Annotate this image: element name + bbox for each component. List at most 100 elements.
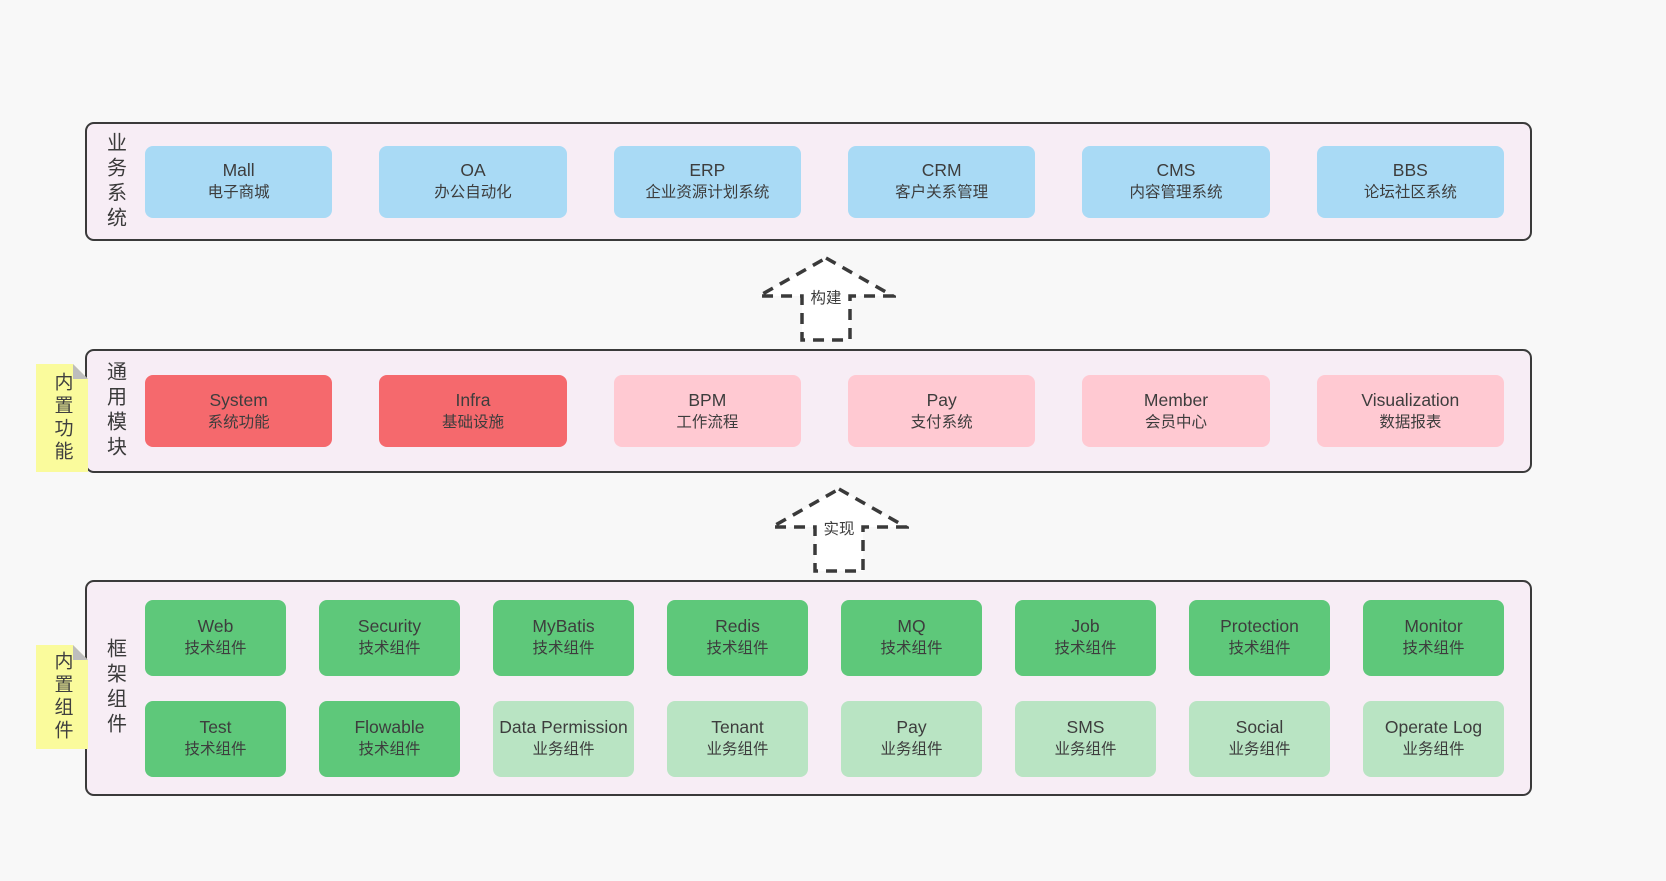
component-name: Monitor bbox=[1404, 616, 1463, 636]
band-business-systems: 业务系统 Mall 电子商城 OA 办公自动化 ERP 企业资源计划系统 CRM… bbox=[85, 122, 1532, 241]
module-desc: 客户关系管理 bbox=[895, 184, 989, 201]
component-box-sms: SMS 业务组件 bbox=[1015, 700, 1156, 777]
band-label-business-systems: 业务系统 bbox=[103, 131, 126, 232]
module-desc: 工作流程 bbox=[676, 413, 739, 431]
module-name: Visualization bbox=[1361, 389, 1460, 410]
component-name: Operate Log bbox=[1384, 717, 1483, 737]
component-name: MQ bbox=[897, 616, 926, 636]
module-name: CMS bbox=[1156, 160, 1196, 180]
module-box-bpm: BPM 工作流程 bbox=[613, 375, 801, 447]
sticky-note-label: 内置功能 bbox=[51, 372, 73, 464]
component-box-mybatis: MyBatis 技术组件 bbox=[493, 599, 634, 676]
module-desc: 数据报表 bbox=[1379, 413, 1442, 431]
module-name: System bbox=[209, 389, 268, 410]
module-box-member: Member 会员中心 bbox=[1082, 375, 1270, 447]
module-desc: 办公自动化 bbox=[434, 184, 512, 201]
component-desc: 业务组件 bbox=[706, 741, 769, 758]
component-desc: 技术组件 bbox=[358, 741, 421, 758]
module-desc: 内容管理系统 bbox=[1129, 184, 1223, 201]
component-name: Flowable bbox=[354, 717, 425, 737]
component-box-job: Job 技术组件 bbox=[1015, 599, 1156, 676]
component-desc: 业务组件 bbox=[532, 741, 595, 758]
arrow-implement: 实现 bbox=[769, 486, 909, 574]
component-desc: 技术组件 bbox=[880, 640, 943, 657]
module-name: Mall bbox=[222, 160, 255, 180]
component-name: Social bbox=[1235, 717, 1284, 737]
module-name: OA bbox=[460, 160, 486, 180]
module-desc: 电子商城 bbox=[207, 184, 270, 201]
component-desc: 技术组件 bbox=[358, 640, 421, 657]
arrow-implement-label: 实现 bbox=[820, 517, 858, 539]
component-box-mq: MQ 技术组件 bbox=[841, 599, 982, 676]
component-desc: 技术组件 bbox=[1054, 640, 1117, 657]
band-label-common-modules: 通用模块 bbox=[103, 361, 126, 461]
module-name: CRM bbox=[921, 160, 962, 180]
module-desc: 支付系统 bbox=[910, 413, 973, 431]
module-desc: 基础设施 bbox=[441, 413, 504, 431]
component-desc: 业务组件 bbox=[880, 741, 943, 758]
component-box-data-permission: Data Permission 业务组件 bbox=[493, 700, 634, 777]
module-box-infra: Infra 基础设施 bbox=[379, 375, 567, 447]
component-desc: 业务组件 bbox=[1054, 741, 1117, 758]
component-name: Web bbox=[197, 616, 234, 636]
component-name: Pay bbox=[896, 717, 927, 737]
component-box-social: Social 业务组件 bbox=[1189, 700, 1330, 777]
band-framework-components-content: Web 技术组件 Security 技术组件 MyBatis 技术组件 Redi… bbox=[143, 582, 1530, 794]
module-desc: 系统功能 bbox=[207, 413, 270, 431]
arrow-build-label: 构建 bbox=[807, 286, 845, 308]
component-box-protection: Protection 技术组件 bbox=[1189, 599, 1330, 676]
sticky-note-label: 内置组件 bbox=[51, 651, 73, 743]
arrow-build: 构建 bbox=[756, 255, 896, 343]
module-box-pay: Pay 支付系统 bbox=[847, 375, 1036, 447]
component-box-monitor: Monitor 技术组件 bbox=[1363, 599, 1504, 676]
component-box-flowable: Flowable 技术组件 bbox=[319, 700, 460, 777]
component-desc: 技术组件 bbox=[706, 640, 769, 657]
module-name: ERP bbox=[689, 160, 726, 180]
module-box-crm: CRM 客户关系管理 bbox=[847, 145, 1036, 218]
component-box-security: Security 技术组件 bbox=[319, 599, 460, 676]
component-desc: 技术组件 bbox=[184, 640, 247, 657]
sticky-note-builtin-components: 内置组件 bbox=[36, 645, 88, 749]
component-name: Job bbox=[1071, 616, 1100, 636]
module-name: Member bbox=[1143, 389, 1209, 410]
sticky-note-builtin-features: 内置功能 bbox=[36, 364, 88, 472]
component-box-test: Test 技术组件 bbox=[145, 700, 286, 777]
component-desc: 技术组件 bbox=[532, 640, 595, 657]
component-desc: 技术组件 bbox=[1402, 640, 1465, 657]
module-box-bbs: BBS 论坛社区系统 bbox=[1316, 145, 1504, 218]
module-box-erp: ERP 企业资源计划系统 bbox=[613, 145, 801, 218]
band-common-modules-content: System 系统功能 Infra 基础设施 BPM 工作流程 Pay 支付系统… bbox=[143, 351, 1530, 471]
module-desc: 企业资源计划系统 bbox=[645, 184, 770, 201]
component-name: Security bbox=[357, 616, 422, 636]
module-desc: 会员中心 bbox=[1144, 413, 1207, 431]
band-label-framework-components: 框架组件 bbox=[103, 638, 126, 738]
module-name: Pay bbox=[926, 389, 957, 410]
module-box-cms: CMS 内容管理系统 bbox=[1082, 145, 1270, 218]
component-desc: 业务组件 bbox=[1228, 741, 1291, 758]
component-name: Redis bbox=[715, 616, 760, 636]
component-desc: 技术组件 bbox=[1228, 640, 1291, 657]
component-box-redis: Redis 技术组件 bbox=[667, 599, 808, 676]
component-box-tenant: Tenant 业务组件 bbox=[667, 700, 808, 777]
component-box-pay: Pay 业务组件 bbox=[841, 700, 982, 777]
module-name: Infra bbox=[455, 389, 491, 410]
component-desc: 技术组件 bbox=[184, 741, 247, 758]
band-framework-components: 框架组件 Web 技术组件 Security 技术组件 MyBatis 技术组件… bbox=[85, 580, 1532, 796]
component-box-operate-log: Operate Log 业务组件 bbox=[1363, 700, 1504, 777]
module-box-mall: Mall 电子商城 bbox=[145, 145, 333, 218]
component-box-web: Web 技术组件 bbox=[145, 599, 286, 676]
band-business-systems-content: Mall 电子商城 OA 办公自动化 ERP 企业资源计划系统 CRM 客户关系… bbox=[143, 124, 1530, 239]
module-box-visualization: Visualization 数据报表 bbox=[1316, 375, 1504, 447]
component-name: Data Permission bbox=[499, 717, 628, 737]
component-name: Test bbox=[199, 717, 232, 737]
band-common-modules: 通用模块 System 系统功能 Infra 基础设施 BPM 工作流程 Pay… bbox=[85, 349, 1532, 473]
component-name: MyBatis bbox=[532, 616, 595, 636]
module-box-oa: OA 办公自动化 bbox=[379, 145, 567, 218]
module-name: BPM bbox=[688, 389, 727, 410]
component-name: SMS bbox=[1066, 717, 1105, 737]
module-box-system: System 系统功能 bbox=[145, 375, 333, 447]
component-name: Tenant bbox=[711, 717, 764, 737]
component-desc: 业务组件 bbox=[1402, 741, 1465, 758]
module-name: BBS bbox=[1392, 160, 1428, 180]
